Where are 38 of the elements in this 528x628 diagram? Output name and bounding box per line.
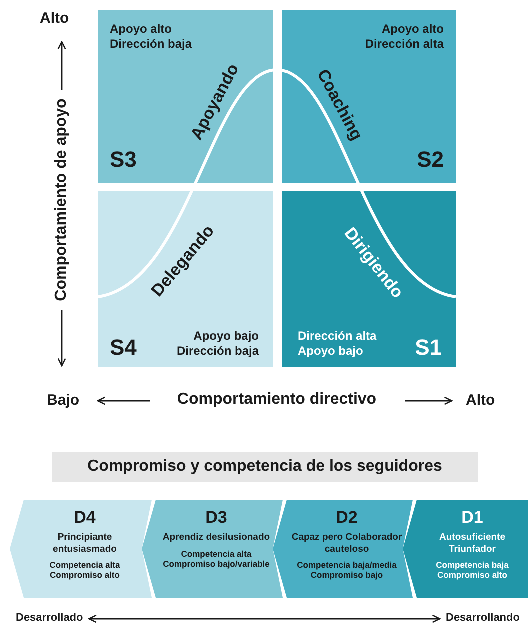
stage-name: Autosuficiente Triunfador bbox=[438, 532, 506, 556]
quadrant-description: Apoyo bajo Dirección baja bbox=[176, 329, 259, 359]
stage-panel bbox=[273, 500, 413, 598]
axis-end-label: Bajo bbox=[47, 392, 80, 409]
stage-name: Aprendiz desilusionado bbox=[162, 532, 270, 544]
stage-name: Capaz pero Colaborador cauteloso bbox=[290, 532, 404, 556]
quadrant bbox=[282, 191, 456, 367]
style-code: S1 bbox=[415, 334, 442, 361]
quadrant-description: Apoyo alto Dirección baja bbox=[110, 22, 194, 52]
stage-name: Principiante entusiasmado bbox=[52, 532, 118, 556]
axis-end-label: Alto bbox=[466, 392, 496, 409]
stage-description: Competencia baja Compromiso alto bbox=[435, 560, 510, 581]
quadrant-description: Dirección alta Apoyo bajo bbox=[298, 329, 378, 359]
quadrant bbox=[98, 10, 273, 183]
banner bbox=[52, 452, 478, 482]
style-code: S3 bbox=[110, 146, 137, 173]
scale-end-label: Desarrollando bbox=[446, 612, 520, 624]
quadrant bbox=[282, 10, 456, 183]
stage-code: D2 bbox=[336, 508, 358, 528]
stage-code: D1 bbox=[462, 508, 484, 528]
stage-code: D3 bbox=[206, 508, 228, 528]
stage-description: Competencia baja/media Compromiso bajo bbox=[296, 560, 398, 581]
stage-panel bbox=[142, 500, 283, 598]
stage-panel bbox=[403, 500, 528, 598]
axis-title: Comportamiento de apoyo bbox=[53, 98, 71, 302]
banner-title: Compromiso y competencia de los seguidores bbox=[88, 458, 442, 476]
style-code: S2 bbox=[417, 146, 444, 173]
quadrant-description: Apoyo alto Dirección alta bbox=[364, 22, 444, 52]
stage-code: D4 bbox=[74, 508, 96, 528]
double-arrow bbox=[88, 614, 441, 624]
axis-end-label: Alto bbox=[40, 10, 70, 27]
quadrant bbox=[98, 191, 273, 367]
stage-panel bbox=[10, 500, 152, 598]
stage-description: Competencia alta Compromiso bajo/variable bbox=[162, 548, 271, 570]
axis-title: Comportamiento directivo bbox=[177, 391, 377, 409]
stage-description: Competencia alta Compromiso alto bbox=[48, 560, 122, 581]
scale-end-label: Desarrollado bbox=[16, 612, 84, 624]
style-code: S4 bbox=[110, 334, 137, 361]
